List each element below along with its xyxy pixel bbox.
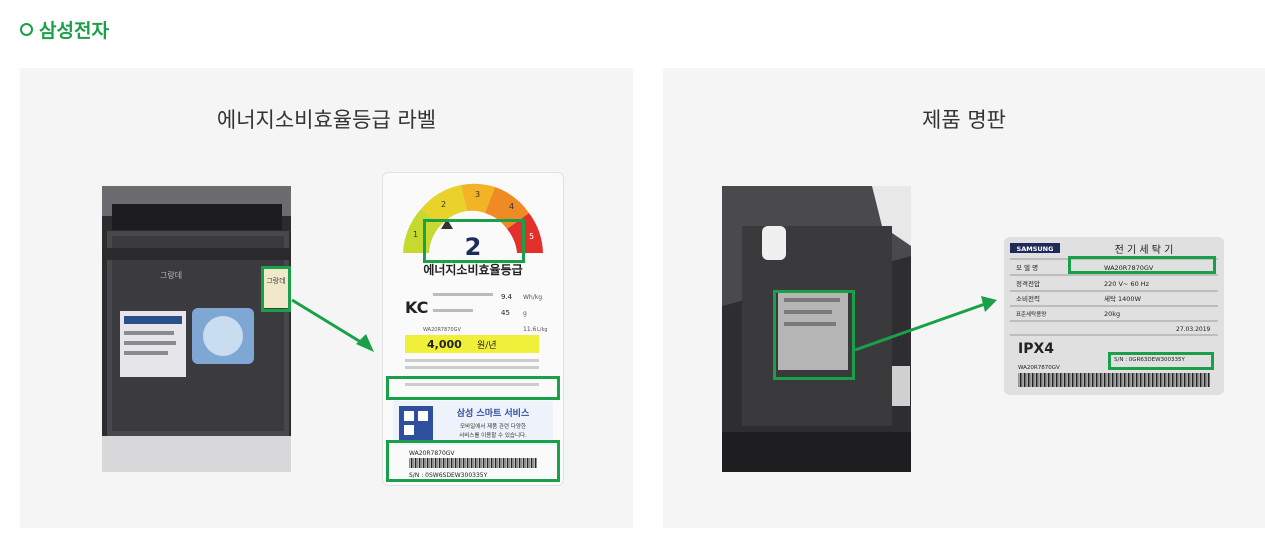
washing-machine-photo: 그랑데 그랑데 [102, 186, 291, 472]
kc-mark: KC [405, 298, 428, 317]
stat-3-value: 11.6 [523, 326, 537, 333]
row-1-label: 모 델 명 [1016, 263, 1038, 272]
stat-1-value: 9.4 [501, 293, 513, 301]
stat-3-unit: L/kg [537, 327, 548, 333]
scale-3: 3 [475, 190, 480, 199]
circle-bullet-icon [20, 23, 33, 36]
service-title: 삼성 스마트 서비스 [457, 407, 530, 419]
plate-serial: S/N : 0GR63DEW300335Y [1114, 357, 1186, 363]
plate-brand: SAMSUNG [1017, 245, 1054, 253]
model-code: WA20R7870GV [423, 327, 462, 333]
sticker-text: 그랑데 [266, 277, 285, 285]
stat-2-value: 45 [501, 309, 510, 317]
highlight-serial-number [1108, 352, 1214, 370]
energy-panel-title: 에너지소비효율등급 라벨 [216, 108, 437, 132]
row-4-value: 20kg [1104, 310, 1120, 318]
label-heading: 에너지소비효율등급 [423, 262, 522, 277]
row-3-value: 세탁 1400W [1104, 294, 1142, 303]
row-2-value: 220 V~ 60 Hz [1104, 280, 1150, 288]
plate-bottom-model: WA20R7870GV [1018, 365, 1060, 371]
label-serial: S/N : 0SW6SDEW300335Y [409, 472, 488, 479]
ip-rating: IPX4 [1018, 341, 1054, 357]
highlight-machine-label [261, 266, 291, 312]
energy-grade: 2 [465, 233, 482, 261]
energy-label-illustration: 1 2 3 4 5 2 에너지소비효율등급 KC 9.4 Wh/kg 45 g … [393, 183, 553, 479]
scale-2: 2 [441, 200, 446, 209]
highlight-nameplate-location [773, 290, 855, 380]
annual-cost-unit: 원/년 [477, 340, 497, 351]
arrow-icon [291, 298, 374, 352]
section-title: 삼성전자 [39, 20, 109, 42]
plate-date: 27.03.2019 [1176, 326, 1211, 333]
scale-1: 1 [413, 230, 418, 239]
service-line-2: 서비스를 이용할 수 있습니다. [459, 431, 527, 439]
scale-5: 5 [529, 232, 534, 241]
energy-label-image: 1 2 3 4 5 2 에너지소비효율등급 KC 9.4 Wh/kg 45 g … [382, 172, 564, 486]
row-3-label: 소비전력 [1016, 294, 1040, 303]
service-line-1: 모바일에서 제품 관련 다양한 [460, 422, 526, 430]
arrow-icon [854, 296, 997, 352]
section-heading: 삼성전자 [20, 16, 109, 43]
row-1-value: WA20R7870GV [1104, 264, 1154, 272]
highlight-energy-grade [423, 219, 525, 263]
highlight-manufacture-date [386, 376, 560, 400]
machine-logo: 그랑데 [160, 270, 182, 280]
barcode-model: WA20R7870GV [409, 450, 455, 457]
nameplate-panel-title: 제품 명판 [922, 108, 1006, 132]
machine-side-photo [722, 186, 911, 472]
highlight-serial-barcode [386, 440, 560, 482]
stat-2-unit: g [523, 310, 527, 317]
washing-machine-illustration: 그랑데 그랑데 [102, 186, 291, 472]
nameplate-panel: 제품 명판 SAMSUNG 전 기 세 탁 기 모 델 명 WA [663, 68, 1265, 528]
scale-4: 4 [509, 202, 514, 211]
stat-1-unit: Wh/kg [523, 294, 542, 301]
machine-side-illustration [722, 186, 911, 472]
highlight-model-name [1068, 256, 1216, 274]
energy-label-panel: 에너지소비효율등급 라벨 그랑데 그랑데 [20, 68, 633, 528]
plate-product-name: 전 기 세 탁 기 [1115, 244, 1174, 256]
row-2-label: 정격전압 [1016, 279, 1040, 288]
row-4-label: 표준세탁용량 [1016, 310, 1046, 318]
annual-cost: 4,000 [427, 338, 462, 351]
